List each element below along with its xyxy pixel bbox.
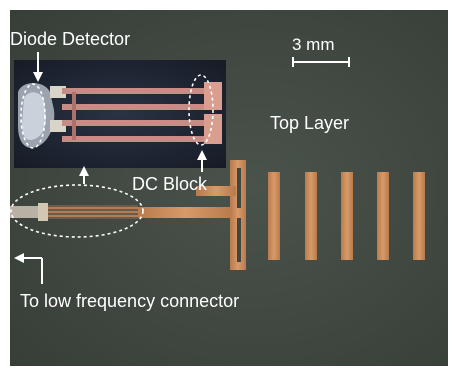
diode-ellipse <box>20 83 46 149</box>
scale-bar <box>292 57 350 67</box>
resonator-bars <box>268 172 425 260</box>
label-dc-block: DC Block <box>132 174 208 194</box>
inset-magnified-view <box>14 60 226 168</box>
arrow-connector <box>14 253 43 284</box>
label-diode-detector: Diode Detector <box>10 29 131 49</box>
label-connector: To low frequency connector <box>20 291 240 311</box>
arrow-inset <box>79 166 89 184</box>
feed-line <box>10 203 233 221</box>
arrow-diode <box>33 52 43 82</box>
copper-stub <box>196 160 246 270</box>
dc-block-ellipse <box>188 74 214 146</box>
arrow-dc-block <box>197 150 207 172</box>
label-top-layer: Top Layer <box>270 113 350 133</box>
feed-ellipse <box>10 184 144 238</box>
label-scale-bar: 3 mm <box>292 35 335 54</box>
